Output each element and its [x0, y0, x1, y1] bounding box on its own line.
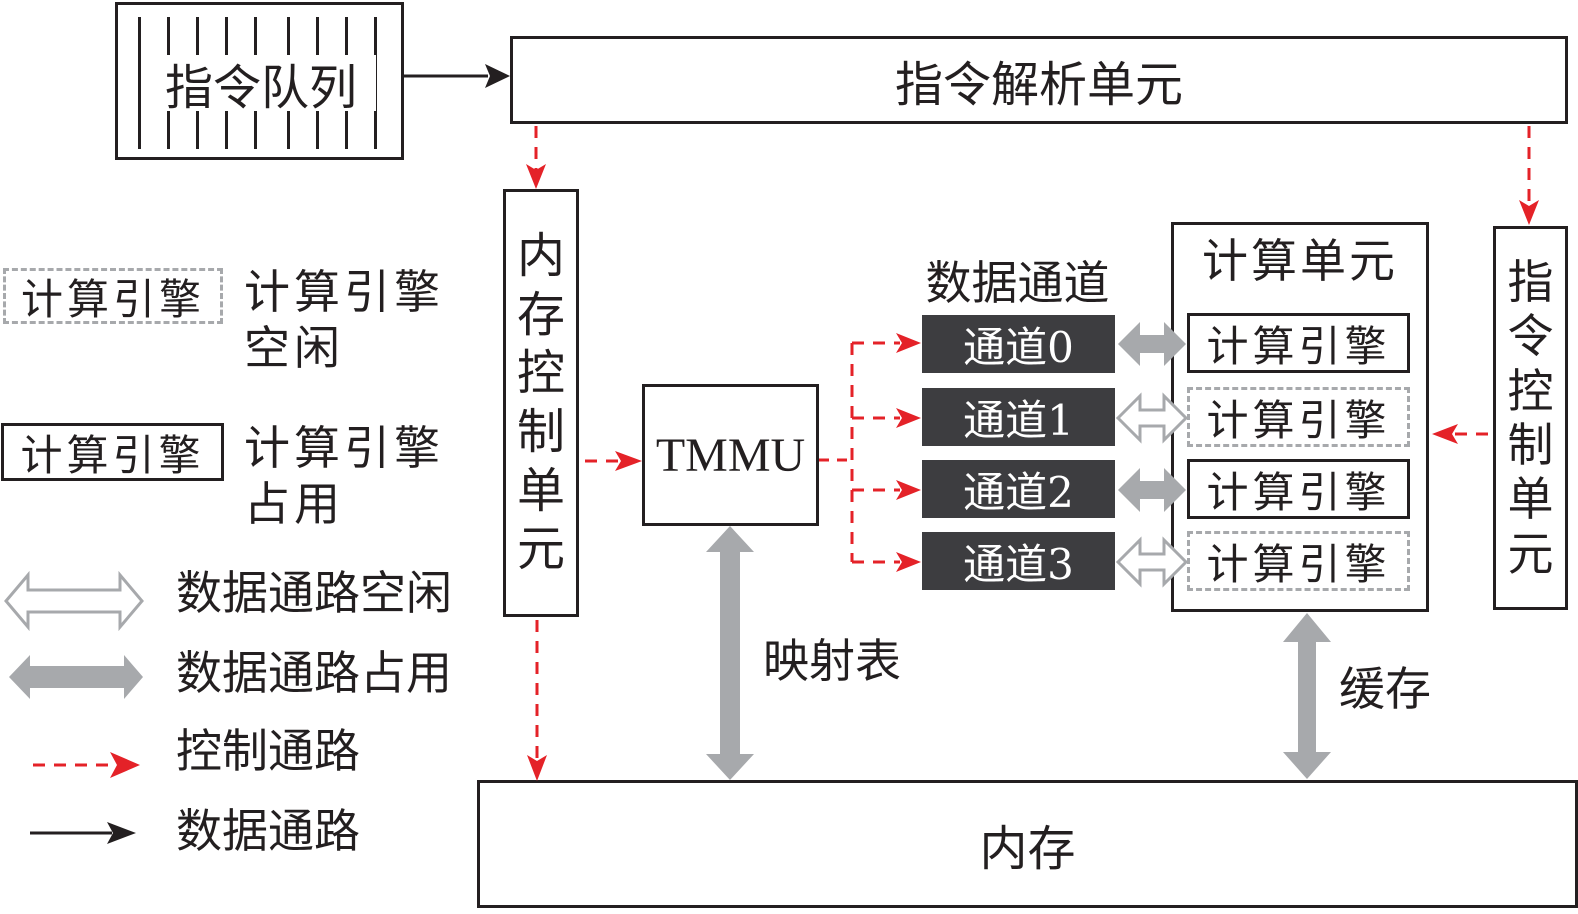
- control-path-memctrl-to-tmmu: [585, 451, 642, 471]
- legend-engine-idle-box: 计算引擎: [3, 268, 223, 324]
- instruction-control-unit-label: 指 令 控 制 单 元: [1507, 255, 1554, 581]
- channel-3: 通道3: [922, 532, 1115, 590]
- legend-data-path-busy-label: 数据通路占用: [176, 646, 452, 700]
- compute-engine-3: 计算引擎: [1187, 531, 1410, 591]
- control-path-parse-to-instctrl: [1519, 126, 1539, 225]
- memory-control-unit-label: 内 存 控 制 单 元: [516, 228, 565, 578]
- mapping-table-arrow: [706, 526, 754, 780]
- instruction-queue-label: 指令队列: [146, 55, 376, 116]
- legend-engine-busy-box: 计算引擎: [1, 423, 224, 481]
- legend-data-arrow-icon: [30, 822, 136, 844]
- mapping-table-label: 映射表: [763, 634, 901, 688]
- instruction-queue-block: 指令队列: [115, 2, 404, 160]
- instruction-control-unit-block: 指 令 控 制 单 元: [1493, 226, 1568, 610]
- memory-label: 内存: [979, 821, 1076, 877]
- compute-engine-2: 计算引擎: [1187, 459, 1410, 519]
- legend-data-path-idle-label: 数据通路空闲: [176, 566, 452, 620]
- instruction-parse-unit-label: 指令解析单元: [894, 57, 1183, 113]
- data-path-arrow-queue-to-parse: [404, 64, 510, 88]
- compute-engine-1: 计算引擎: [1187, 387, 1410, 447]
- control-path-instctrl-to-compute: [1432, 424, 1493, 444]
- tmmu-label: TMMU: [655, 428, 806, 482]
- instruction-parse-unit-block: 指令解析单元: [510, 36, 1568, 124]
- data-channel-title: 数据通道: [925, 256, 1110, 310]
- legend-engine-busy-desc: 计算引擎 占用: [244, 421, 444, 532]
- channel-0: 通道0: [922, 315, 1115, 373]
- legend-control-arrow-icon: [33, 752, 140, 778]
- control-path-parse-to-memctrl: [526, 126, 546, 189]
- compute-engine-0: 计算引擎: [1187, 313, 1410, 373]
- legend-idle-arrow-icon: [4, 570, 144, 632]
- cache-arrow: [1283, 613, 1331, 779]
- legend-control-path-label: 控制通路: [176, 724, 360, 778]
- control-path-memctrl-to-memory: [527, 620, 547, 781]
- memory-block: 内存: [477, 780, 1578, 908]
- legend-data-path-label: 数据通路: [176, 804, 360, 858]
- channel-1: 通道1: [922, 388, 1115, 446]
- control-path-tmmu-to-channels: [819, 333, 921, 572]
- legend-busy-arrow-icon: [9, 655, 143, 699]
- cache-label: 缓存: [1339, 662, 1431, 716]
- compute-unit-title: 计算单元: [1202, 234, 1398, 288]
- tmmu-block: TMMU: [642, 384, 819, 526]
- memory-control-unit-block: 内 存 控 制 单 元: [503, 189, 579, 617]
- channel-2: 通道2: [922, 460, 1115, 518]
- legend-engine-idle-desc: 计算引擎 空闲: [244, 265, 444, 376]
